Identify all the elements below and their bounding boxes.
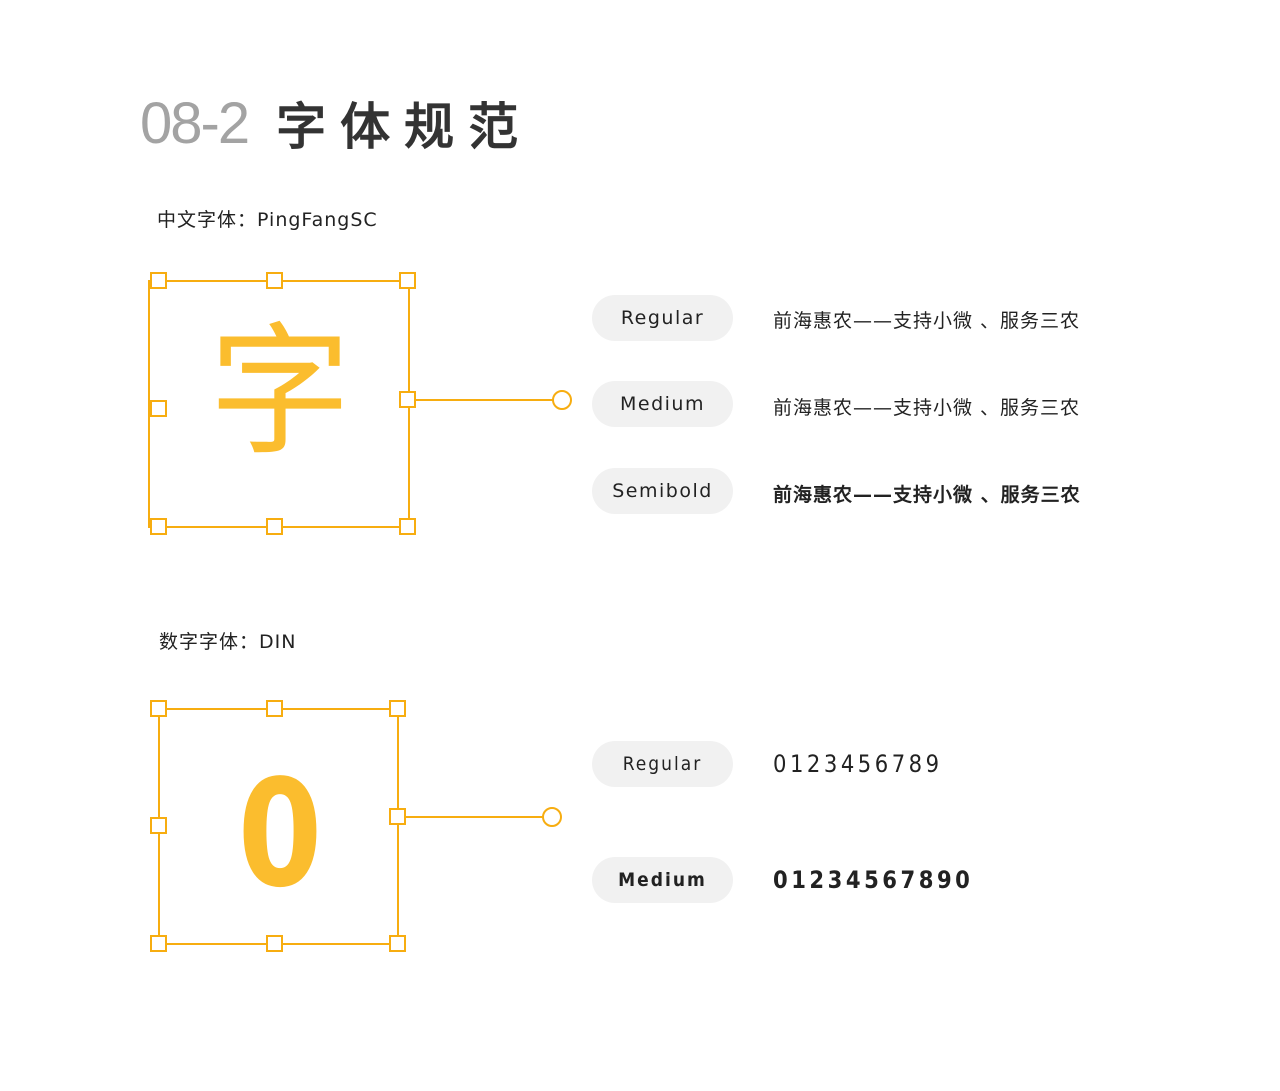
resize-handle-bottom-right bbox=[389, 935, 406, 952]
resize-handle-top-right bbox=[389, 700, 406, 717]
number-font-label: 数字字体：DIN bbox=[159, 631, 297, 653]
weight-sample-regular: 前海惠农——支持小微 、服务三农 bbox=[773, 310, 1081, 332]
resize-handle-bottom bbox=[266, 518, 283, 535]
connector-knob bbox=[542, 807, 562, 827]
resize-handle-left bbox=[150, 400, 167, 417]
sample-glyph: 0 bbox=[237, 748, 323, 920]
sample-glyph: 字 bbox=[209, 310, 351, 475]
page-title: 08-2 字体规范 bbox=[140, 88, 532, 158]
weight-pill-medium: Medium bbox=[592, 857, 733, 903]
resize-handle-bottom-left bbox=[150, 935, 167, 952]
resize-handle-top bbox=[266, 272, 283, 289]
resize-handle-top-right bbox=[399, 272, 416, 289]
weight-pill-semibold: Semibold bbox=[592, 468, 733, 514]
resize-handle-bottom bbox=[266, 935, 283, 952]
weight-sample-regular: 0123456789 bbox=[773, 750, 943, 778]
resize-handle-bottom-right bbox=[399, 518, 416, 535]
resize-handle-right bbox=[399, 391, 416, 408]
connector-line bbox=[416, 399, 553, 401]
connector-knob bbox=[552, 390, 572, 410]
weight-sample-semibold: 前海惠农——支持小微 、服务三农 bbox=[773, 484, 1081, 506]
section-title: 字体规范 bbox=[276, 98, 533, 156]
resize-handle-right bbox=[389, 808, 406, 825]
section-number: 08-2 bbox=[140, 90, 250, 156]
chinese-font-label: 中文字体：PingFangSC bbox=[157, 209, 378, 231]
resize-handle-top-left bbox=[150, 700, 167, 717]
weight-sample-medium: 01234567890 bbox=[773, 866, 974, 894]
resize-handle-left bbox=[150, 817, 167, 834]
weight-pill-regular: Regular bbox=[592, 741, 733, 787]
connector-line bbox=[406, 816, 543, 818]
resize-handle-top-left bbox=[150, 272, 167, 289]
resize-handle-bottom-left bbox=[150, 518, 167, 535]
weight-sample-medium: 前海惠农——支持小微 、服务三农 bbox=[773, 397, 1081, 419]
weight-pill-regular: Regular bbox=[592, 295, 733, 341]
resize-handle-top bbox=[266, 700, 283, 717]
weight-pill-medium: Medium bbox=[592, 381, 733, 427]
